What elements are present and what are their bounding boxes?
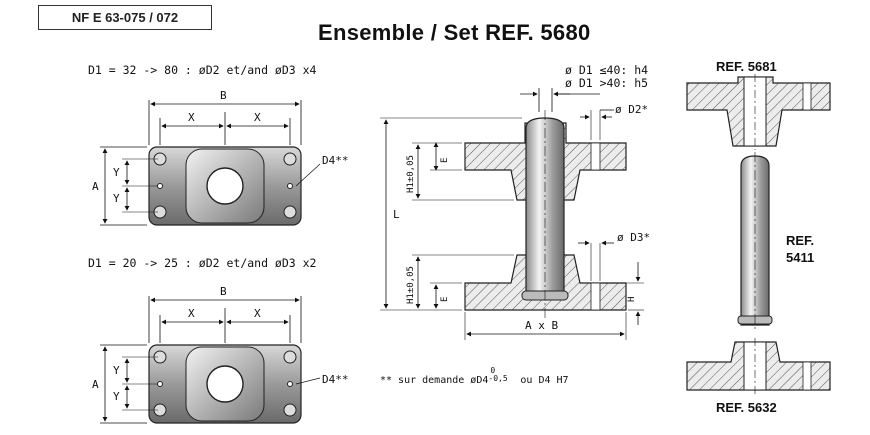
label-h1-top: H1±0,05 [406, 155, 416, 193]
hole-mr-1 [287, 183, 293, 189]
hole-ml-1 [157, 183, 163, 189]
dim-x-right-1: X [254, 111, 261, 124]
footnote-text: ** sur demande øD4 [380, 375, 489, 386]
hole-tr-2 [283, 350, 297, 364]
label-h: H [627, 297, 637, 302]
dim-y-top-2: Y [113, 364, 120, 377]
part-top-plate-hole [802, 82, 812, 111]
dim-b-2: B [220, 285, 227, 298]
dim-x-left-1: X [188, 111, 195, 124]
standard-badge: NF E 63-075 / 072 [38, 5, 212, 30]
part-pin [740, 155, 770, 326]
hole-mr-2 [287, 381, 293, 387]
dim-y-bottom-1: Y [113, 192, 120, 205]
section-top-hole-d2 [590, 142, 601, 171]
label-h1-bottom: H1±0,05 [406, 266, 416, 304]
ref-bottom-plate-label: REF. 5632 [716, 400, 777, 415]
footnote-tol-lower: -0,5 [488, 374, 508, 383]
dim-y-bottom-2: Y [113, 390, 120, 403]
dim-b-1: B [220, 89, 227, 102]
top-view-2: B X X A Y Y D4** [92, 285, 349, 424]
part-bottom-plate-hole [802, 361, 812, 391]
footnote: ** sur demande øD4 0 -0,5 ou D4 H7 [380, 366, 569, 386]
label-e-top: E [440, 158, 450, 163]
ref-top-plate-label: REF. 5681 [716, 59, 777, 74]
dim-x-right-2: X [254, 307, 261, 320]
section-view: ø D2* ø D3* L H1±0,05 E H1±0,05 E [380, 88, 650, 340]
label-d3: ø D3* [617, 231, 650, 244]
hole-ml-2 [157, 381, 163, 387]
footnote-suffix: ou D4 H7 [520, 375, 569, 386]
hole-tr-1 [283, 152, 297, 166]
section-bottom-hole-d3 [590, 282, 601, 311]
footnote-tol-upper: 0 [490, 366, 496, 375]
dim-a-1: A [92, 180, 99, 193]
label-d4-2: D4** [322, 373, 349, 386]
hole-br-1 [283, 205, 297, 219]
top-view-1-caption: D1 = 32 -> 80 : øD2 et/and øD3 x4 [88, 63, 317, 77]
top-view-2-caption: D1 = 20 -> 25 : øD2 et/and øD3 x2 [88, 256, 317, 270]
label-d2: ø D2* [615, 103, 648, 116]
bore-2 [206, 365, 244, 403]
dim-y-top-1: Y [113, 166, 120, 179]
bore-1 [206, 167, 244, 205]
ref-pin-label-line2: 5411 [786, 250, 815, 265]
dim-a-2: A [92, 378, 99, 391]
exploded-parts [686, 74, 831, 394]
ref-pin-label-line1: REF. [786, 233, 815, 248]
label-d4-1: D4** [322, 154, 349, 167]
tolerance-line-1: ø D1 ≤40: h4 [565, 63, 649, 77]
label-axb: A x B [525, 319, 558, 332]
dim-x-left-2: X [188, 307, 195, 320]
label-l: L [393, 208, 400, 221]
page-title: Ensemble / Set REF. 5680 [318, 20, 591, 45]
label-e-bottom: E [440, 297, 450, 302]
top-view-1: B X X A Y Y D4** [92, 89, 349, 226]
tolerance-line-2: ø D1 >40: h5 [565, 76, 649, 90]
hole-br-2 [283, 403, 297, 417]
